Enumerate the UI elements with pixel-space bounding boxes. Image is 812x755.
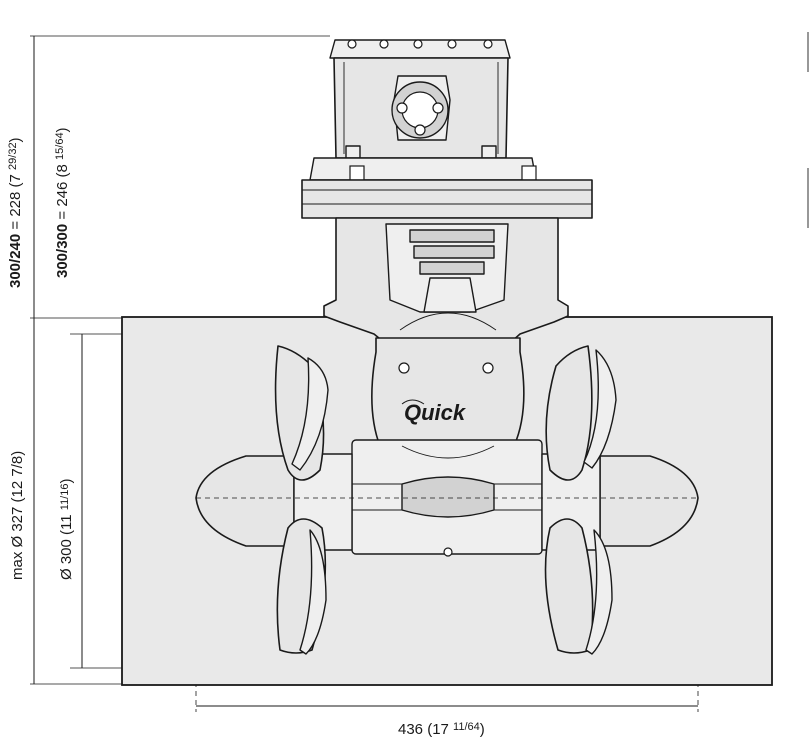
terminal-inner-disc (401, 91, 439, 129)
hub-drain-plug (443, 547, 453, 557)
motor-cap (329, 39, 511, 59)
flange-bolt (521, 165, 537, 181)
left-propeller (274, 345, 329, 655)
cap-bolt (447, 39, 457, 49)
gear-ring (413, 245, 495, 259)
motor-foot (345, 145, 361, 159)
left-blade-lower-edge (299, 529, 327, 655)
leg-screw (398, 362, 410, 374)
housing-curve (399, 312, 497, 331)
cap-bolt (483, 39, 493, 49)
left-blade-upper-edge (291, 357, 329, 471)
height-label-300-240: 300/240 = 228 (7 29/32) (7, 137, 24, 288)
terminal-screw (432, 102, 444, 114)
terminal-screw (396, 102, 408, 114)
right-blade-lower-edge (585, 529, 613, 655)
logo-swoosh (401, 399, 425, 405)
right-blade-upper (545, 345, 593, 481)
terminal-screw (414, 124, 426, 136)
gear-housing (323, 217, 569, 353)
hub-center (401, 476, 495, 518)
cap-bolt (347, 39, 357, 49)
drive-shaft (423, 277, 477, 313)
mounting-flange (301, 157, 593, 219)
motor-housing (329, 39, 511, 159)
cap-bolt (379, 39, 389, 49)
gear-ring (409, 229, 495, 243)
leg-body (371, 337, 525, 447)
tunnel-diameter-text: Ø 300 (11 11/16) (58, 479, 75, 580)
flange-plate (301, 179, 593, 219)
width-text: 436 (17 11/64) (398, 721, 485, 738)
hub-upper-curve (401, 445, 495, 459)
flange-bolt (349, 165, 365, 181)
motor-foot (481, 145, 497, 159)
flange-top (309, 157, 537, 181)
max-diameter-text: max Ø 327 (12 7/8) (9, 451, 26, 580)
right-blade-upper-edge (583, 349, 617, 469)
quick-logo: Quick (404, 400, 467, 425)
drive-leg: Quick (371, 337, 525, 447)
cap-bolt (413, 39, 423, 49)
motor-body-edges (343, 62, 499, 154)
height-text-300-240: 300/240 = 228 (7 29/32) (7, 137, 24, 288)
right-propeller (544, 345, 617, 655)
right-blade-lower (544, 518, 594, 654)
leg-screw (482, 362, 494, 374)
gear-ring (419, 261, 485, 275)
height-text-300-300: 300/300 = 246 (8 15/64) (54, 127, 71, 278)
height-label-300-300: 300/300 = 246 (8 15/64) (54, 127, 71, 278)
gearbox-hub (351, 439, 543, 557)
